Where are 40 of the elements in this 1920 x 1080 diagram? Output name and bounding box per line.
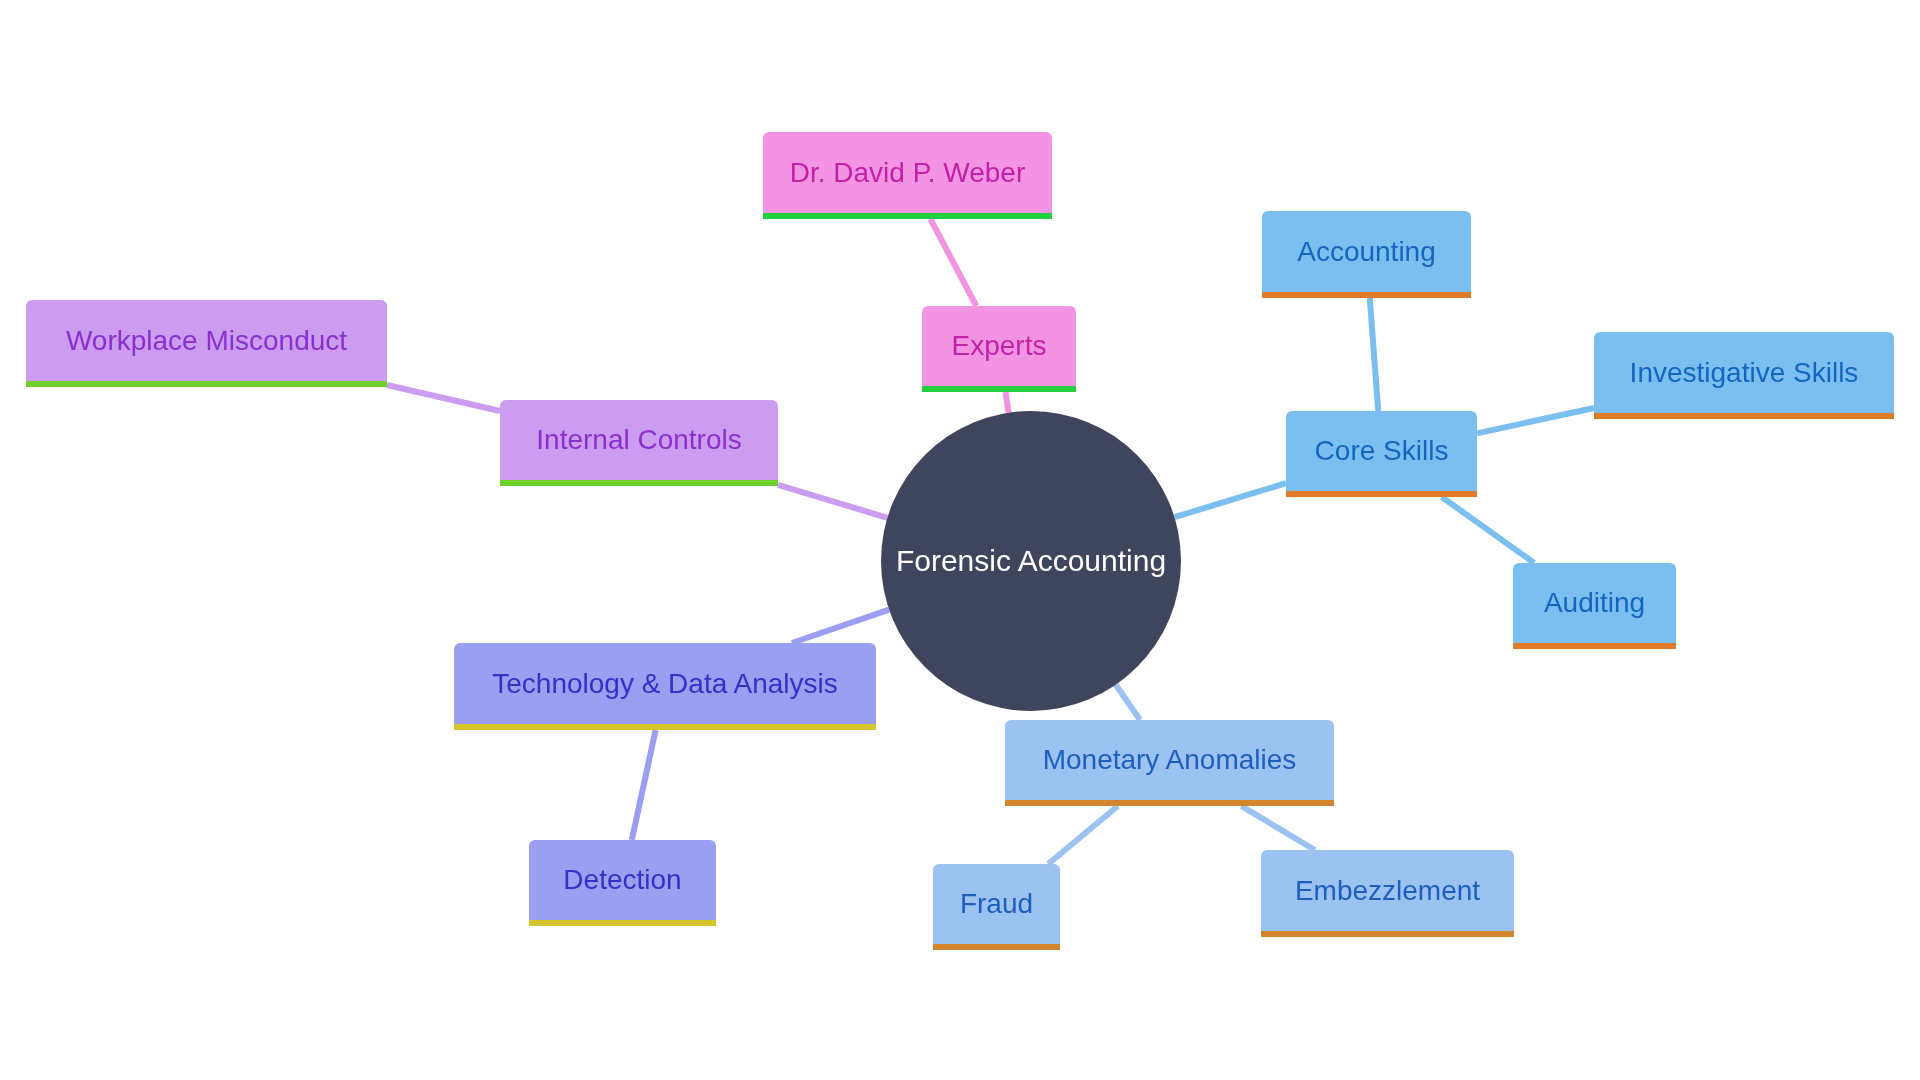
topic-box — [26, 300, 387, 387]
connector-line — [777, 481, 889, 521]
connector-line — [927, 217, 979, 308]
node-label: Auditing — [1543, 587, 1646, 619]
node-label: Internal Controls — [536, 424, 742, 456]
topic-box — [454, 643, 876, 730]
connector-line — [790, 606, 891, 646]
node-label: Dr. David P. Weber — [789, 156, 1026, 189]
topic-box — [1262, 211, 1471, 298]
topic-box — [500, 400, 778, 486]
node-label: Investigative Skills — [1629, 356, 1859, 389]
node-label: Technology & Data Analysis — [492, 667, 838, 700]
topic-box — [1513, 563, 1676, 649]
connector-line — [1046, 803, 1120, 867]
node-label: Monetary Anomalies — [1042, 744, 1297, 776]
topic-box — [763, 132, 1052, 219]
connector-line — [1440, 494, 1536, 566]
node-label: Accounting — [1297, 235, 1436, 268]
node-label: Workplace Misconduct — [65, 324, 348, 357]
connector-line — [1239, 803, 1317, 853]
connector-line — [386, 382, 501, 414]
node-label: Experts — [951, 330, 1047, 362]
connector-line — [1113, 683, 1143, 722]
topic-box — [529, 840, 716, 926]
topic-box — [1286, 411, 1477, 497]
topic-box — [1594, 332, 1894, 419]
topic-box — [922, 306, 1076, 392]
connector-line — [1476, 405, 1595, 437]
connector-line — [1002, 391, 1012, 414]
topic-box — [933, 864, 1060, 950]
node-label: Forensic Accounting — [895, 544, 1167, 578]
connector-line — [628, 729, 659, 841]
node-label: Embezzlement — [1294, 874, 1481, 907]
topic-box — [1261, 850, 1514, 937]
node-label: Fraud — [959, 888, 1034, 920]
topic-box — [1005, 720, 1334, 806]
connector-line — [1366, 297, 1382, 412]
node-label: Core Skills — [1314, 435, 1449, 467]
connector-line — [1173, 480, 1287, 521]
node-label: Detection — [563, 864, 682, 896]
